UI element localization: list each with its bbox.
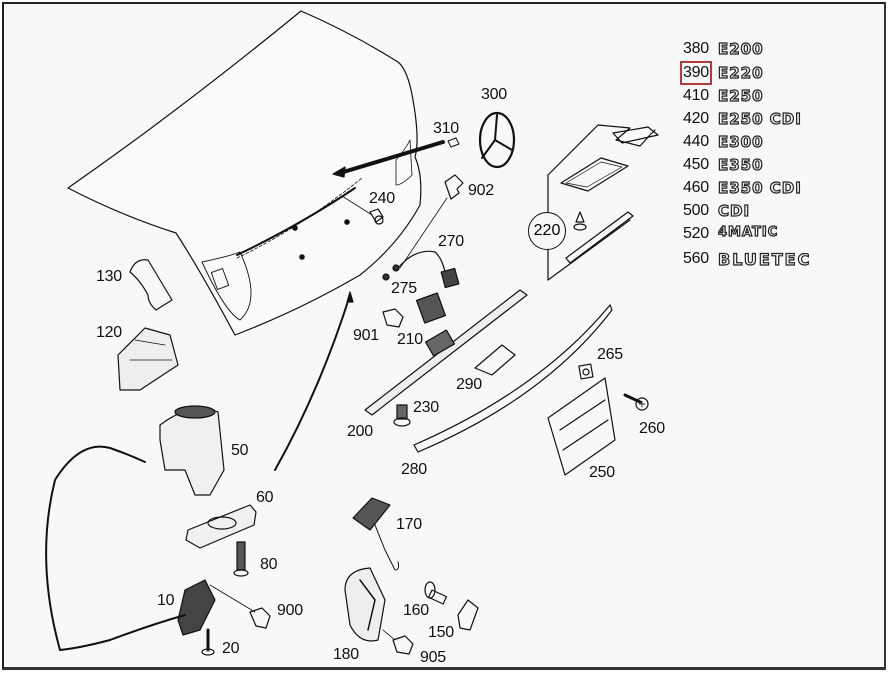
part-902-tag[interactable] (399, 174, 464, 269)
part-120-housing[interactable] (117, 327, 179, 391)
model-badge: E350 CDI (717, 178, 802, 197)
model-badge: E350 (717, 155, 764, 174)
callout-160[interactable]: 160 (403, 602, 429, 619)
part-290-cover[interactable] (474, 344, 516, 376)
callout-300[interactable]: 300 (481, 86, 507, 103)
part-901-tag[interactable] (382, 308, 404, 328)
part-60-base[interactable] (185, 504, 257, 549)
callout-180[interactable]: 180 (333, 646, 359, 663)
part-20-screw[interactable] (201, 628, 215, 656)
legend-number: 420 (683, 110, 709, 127)
callout-270[interactable]: 270 (438, 233, 464, 250)
callout-260[interactable]: 260 (639, 420, 665, 437)
part-265-nut[interactable] (578, 363, 594, 380)
part-180-motor[interactable] (344, 567, 386, 642)
callout-900[interactable]: 900 (277, 602, 303, 619)
callout-10[interactable]: 10 (157, 592, 175, 609)
callout-275[interactable]: 275 (391, 280, 417, 297)
part-80-bolt[interactable] (233, 541, 249, 577)
part-130-bracket[interactable] (129, 259, 173, 311)
part-50-lock-cylinder[interactable] (45, 405, 225, 651)
callout-210[interactable]: 210 (397, 331, 423, 348)
callout-901[interactable]: 901 (353, 327, 379, 344)
part-10-latch[interactable] (59, 579, 256, 651)
part-160-bolt[interactable] (424, 581, 448, 605)
trunk-lid[interactable] (67, 10, 422, 336)
legend-number: 450 (683, 156, 709, 173)
callout-230[interactable]: 230 (413, 399, 439, 416)
part-230-clip[interactable] (393, 404, 411, 427)
model-badge: CDI (717, 201, 751, 220)
model-badge: E300 (717, 132, 764, 151)
callout-905[interactable]: 905 (420, 649, 446, 666)
legend-number: 560 (683, 250, 709, 267)
callout-250[interactable]: 250 (589, 464, 615, 481)
part-280-trim[interactable] (413, 304, 613, 453)
part-220-panel[interactable] (547, 124, 659, 281)
callout-220-label: 220 (533, 222, 561, 239)
legend-number: 380 (683, 40, 709, 57)
part-260-screw[interactable] (623, 393, 649, 411)
part-905-tag[interactable] (382, 629, 414, 655)
part-170-switch[interactable] (352, 497, 400, 571)
callout-170[interactable]: 170 (396, 516, 422, 533)
part-200-handle-strip[interactable] (364, 289, 528, 416)
legend-number: 500 (683, 202, 709, 219)
part-300-star-emblem[interactable] (478, 111, 516, 169)
callout-902[interactable]: 902 (468, 182, 494, 199)
part-310-emblem-arrow (332, 137, 460, 178)
callout-80[interactable]: 80 (260, 556, 278, 573)
part-240-plug[interactable] (341, 195, 384, 225)
legend-number-selected: 390 (680, 61, 712, 85)
model-badge: 4MATIC (717, 224, 779, 240)
part-900-tag[interactable] (249, 607, 271, 629)
callout-240[interactable]: 240 (369, 190, 395, 207)
callout-50[interactable]: 50 (231, 442, 249, 459)
part-250-license-bracket[interactable] (547, 377, 616, 476)
release-arrow (274, 291, 354, 471)
legend-number: 440 (683, 133, 709, 150)
callout-220[interactable]: 220 (528, 212, 566, 250)
legend-number: 460 (683, 179, 709, 196)
callout-150[interactable]: 150 (428, 624, 454, 641)
callout-290[interactable]: 290 (456, 376, 482, 393)
callout-120[interactable]: 120 (96, 324, 122, 341)
legend-number: 520 (683, 225, 709, 242)
callout-130[interactable]: 130 (96, 268, 122, 285)
callout-265[interactable]: 265 (597, 346, 623, 363)
callout-20[interactable]: 20 (222, 640, 240, 657)
callout-280[interactable]: 280 (401, 461, 427, 478)
callout-60[interactable]: 60 (256, 489, 274, 506)
part-270-wiring[interactable] (382, 250, 460, 289)
legend-number: 410 (683, 87, 709, 104)
model-badge: E250 (717, 86, 764, 105)
model-badge: E250 CDI (717, 109, 802, 128)
part-150-clip[interactable] (457, 599, 479, 631)
callout-200[interactable]: 200 (347, 423, 373, 440)
model-badge: E200 (717, 39, 764, 58)
model-badge: BLUETEC (717, 249, 812, 269)
callout-310[interactable]: 310 (433, 120, 459, 137)
model-badge: E220 (717, 63, 764, 82)
